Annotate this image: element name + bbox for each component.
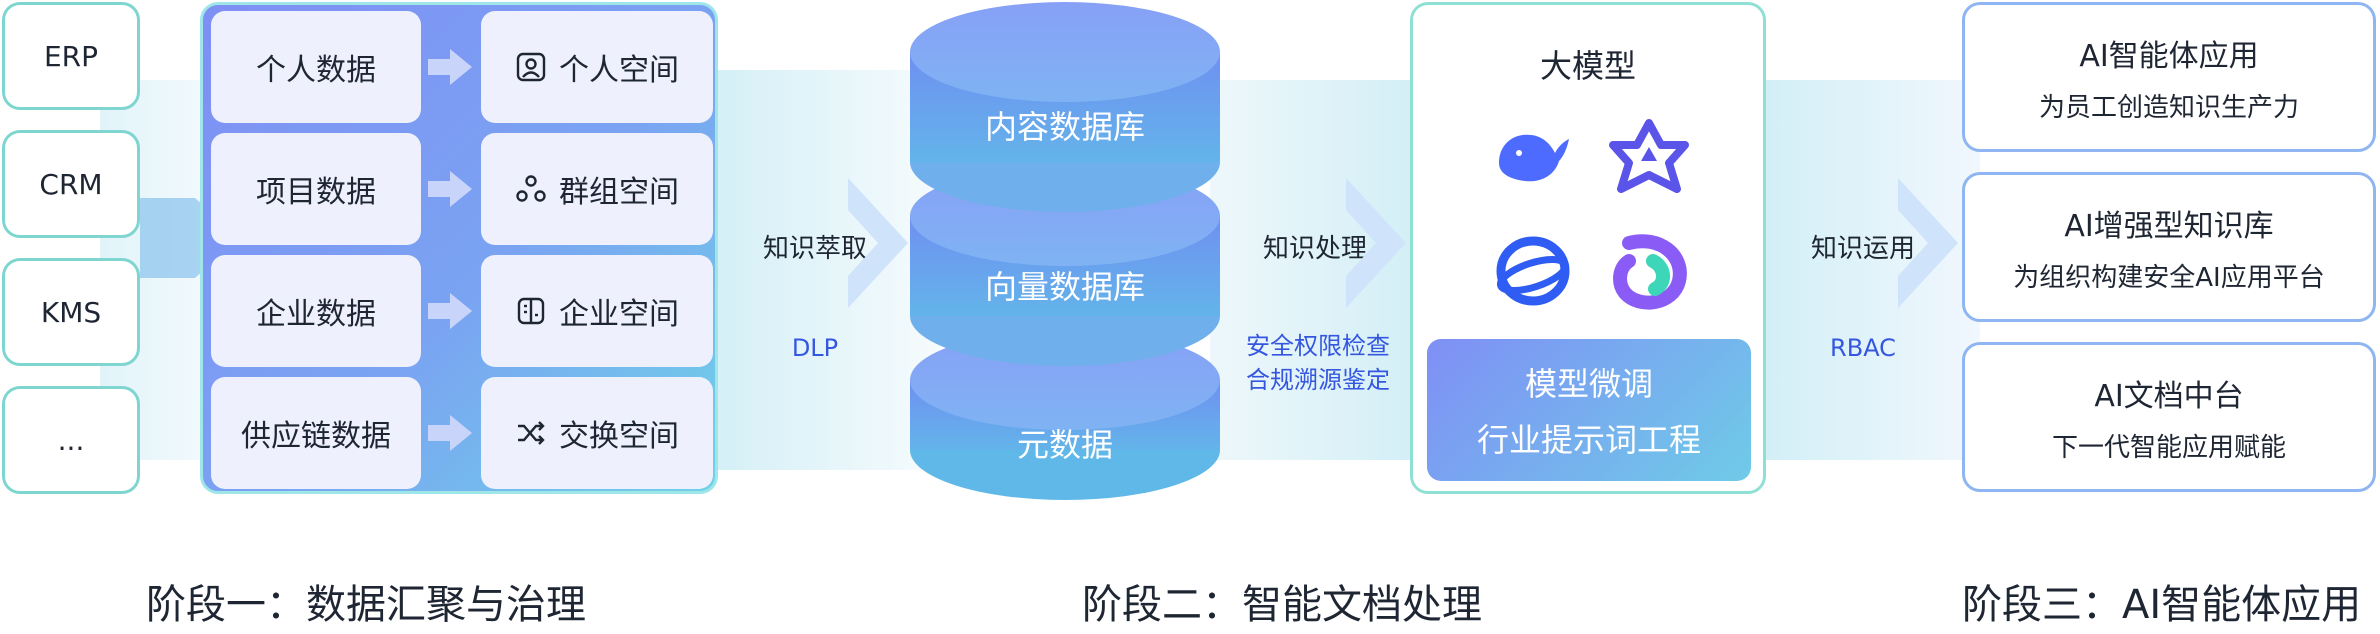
app-title: AI文档中台 bbox=[2094, 378, 2244, 414]
group-icon bbox=[516, 175, 546, 202]
space-label: 群组空间 bbox=[559, 175, 679, 210]
whale-logo-icon bbox=[1499, 134, 1569, 182]
fine-tune-line: 模型微调 bbox=[1524, 365, 1653, 403]
chevron-right-icon bbox=[1346, 178, 1406, 308]
space-label: 交换空间 bbox=[559, 419, 679, 454]
data-aggregation-panel: 个人数据 项目数据 企业数据 供应链数据 个人空间 群组空间 企业空间 bbox=[200, 2, 718, 494]
app-title: AI增强型知识库 bbox=[2064, 208, 2274, 244]
model-title: 大模型 bbox=[1539, 47, 1636, 85]
prompt-engineering-line: 行业提示词工程 bbox=[1476, 421, 1701, 459]
row-arrow-icon bbox=[428, 415, 472, 451]
stage-label-3: 阶段三：AI智能体应用 bbox=[1962, 582, 2362, 628]
source-kms: KMS bbox=[2, 258, 140, 366]
flow-band-process bbox=[1210, 80, 1420, 460]
source-crm: CRM bbox=[2, 130, 140, 238]
stage-label-2: 阶段二：智能文档处理 bbox=[1082, 582, 1482, 628]
db-label: 向量数据库 bbox=[984, 268, 1145, 306]
star-logo-icon bbox=[1609, 119, 1689, 193]
flow-label-extract: 知识萃取 bbox=[762, 234, 867, 264]
data-cell-enterprise: 企业数据 bbox=[211, 255, 421, 367]
app-card-doc-platform: AI文档中台 下一代智能应用赋能 bbox=[1962, 342, 2376, 492]
ring-logo-icon bbox=[1496, 236, 1570, 306]
flow-sub-security: 安全权限检查 bbox=[1246, 332, 1390, 360]
source-erp: ERP bbox=[2, 2, 140, 110]
row-arrow-icon bbox=[428, 171, 472, 207]
space-label: 个人空间 bbox=[559, 53, 679, 88]
db-content: 内容数据库 bbox=[910, 2, 1220, 212]
flow-sub-compliance: 合规溯源鉴定 bbox=[1246, 366, 1390, 394]
model-panel: 大模型 模型微调 行业提示词工程 bbox=[1410, 2, 1766, 494]
swirl-logo-icon bbox=[1613, 234, 1687, 310]
flow-label-apply: 知识运用 bbox=[1810, 234, 1915, 264]
data-cell-supply-chain: 供应链数据 bbox=[211, 377, 421, 489]
app-card-knowledge-base: AI增强型知识库 为组织构建安全AI应用平台 bbox=[1962, 172, 2376, 322]
app-subtitle: 下一代智能应用赋能 bbox=[2051, 432, 2286, 463]
flow-sub-dlp: DLP bbox=[791, 334, 839, 362]
stage-label-1: 阶段一：数据汇聚与治理 bbox=[146, 582, 586, 628]
fine-tune-box: 模型微调 行业提示词工程 bbox=[1427, 339, 1751, 481]
flow-band-extract bbox=[700, 70, 940, 470]
space-cell-personal: 个人空间 bbox=[481, 11, 713, 123]
data-cell-personal: 个人数据 bbox=[211, 11, 421, 123]
app-subtitle: 为组织构建安全AI应用平台 bbox=[2013, 262, 2325, 293]
chevron-right-icon bbox=[1898, 178, 1958, 308]
app-title: AI智能体应用 bbox=[2079, 38, 2259, 74]
person-icon bbox=[516, 52, 546, 82]
flow-band-apply bbox=[1760, 80, 1980, 460]
app-subtitle: 为员工创造知识生产力 bbox=[2038, 92, 2299, 123]
db-label: 元数据 bbox=[1016, 426, 1113, 464]
space-cell-enterprise: 企业空间 bbox=[481, 255, 713, 367]
space-cell-group: 群组空间 bbox=[481, 133, 713, 245]
flow-label-process: 知识处理 bbox=[1262, 234, 1367, 264]
shuffle-icon bbox=[518, 421, 545, 445]
data-cell-project: 项目数据 bbox=[211, 133, 421, 245]
db-label: 内容数据库 bbox=[984, 108, 1145, 146]
space-label: 企业空间 bbox=[559, 297, 679, 332]
row-arrow-icon bbox=[428, 49, 472, 85]
building-icon bbox=[517, 297, 545, 325]
chevron-right-icon bbox=[848, 178, 908, 308]
row-arrow-icon bbox=[428, 293, 472, 329]
source-more: ... bbox=[2, 386, 140, 494]
app-card-agent: AI智能体应用 为员工创造知识生产力 bbox=[1962, 2, 2376, 152]
space-cell-exchange: 交换空间 bbox=[481, 377, 713, 489]
flow-sub-rbac: RBAC bbox=[1830, 334, 1896, 362]
